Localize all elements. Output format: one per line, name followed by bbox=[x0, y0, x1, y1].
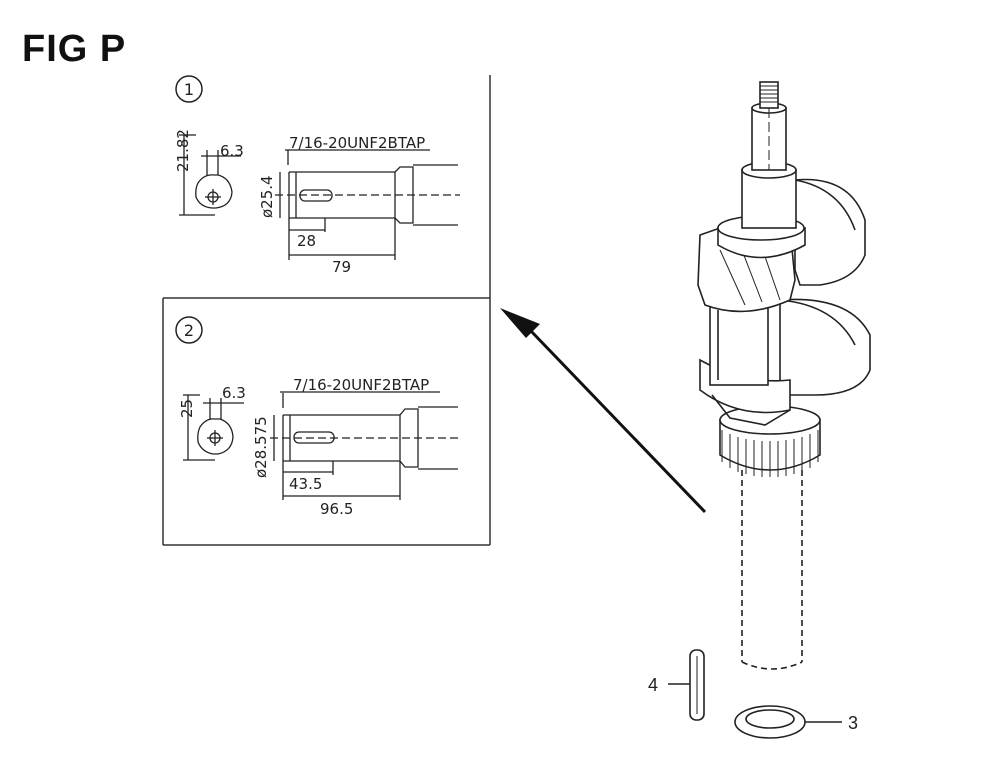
detail-pointer-arrow bbox=[500, 308, 707, 514]
detail-1-badge bbox=[175, 75, 203, 103]
part-washer bbox=[734, 705, 842, 739]
crankshaft bbox=[697, 81, 871, 670]
detail-2-length-dim: 96.5 bbox=[320, 500, 353, 518]
detail-2-end-view bbox=[183, 394, 244, 461]
detail-1-diameter-dim: ø25.4 bbox=[258, 175, 276, 218]
callout-key: 4 bbox=[648, 675, 658, 695]
detail-panel-frame bbox=[162, 75, 491, 546]
detail-2-key-dim: 6.3 bbox=[222, 384, 246, 402]
detail-1-end-view bbox=[179, 134, 241, 216]
crankshaft-lower-counterweight bbox=[699, 298, 871, 426]
crankshaft-upper-journal bbox=[717, 81, 806, 259]
detail-1-height-dim: 21.82 bbox=[174, 129, 192, 172]
detail-1-depth-dim: 28 bbox=[297, 232, 316, 250]
detail-1-number: 1 bbox=[184, 80, 194, 99]
detail-2-badge bbox=[175, 316, 203, 344]
detail-1-shaft bbox=[275, 149, 460, 260]
detail-2-diameter-dim: ø28.575 bbox=[252, 416, 270, 478]
detail-2: 2 25 6.3 bbox=[175, 316, 460, 518]
crankshaft-lower-shaft bbox=[741, 470, 803, 670]
detail-2-height-dim: 25 bbox=[178, 399, 196, 418]
detail-1-key-dim: 6.3 bbox=[220, 142, 244, 160]
crankshaft-gear bbox=[719, 405, 821, 477]
detail-2-tap-dim: 7/16-20UNF2BTAP bbox=[293, 376, 429, 394]
detail-2-shaft bbox=[270, 391, 460, 500]
detail-1-length-dim: 79 bbox=[332, 258, 351, 276]
detail-1: 1 21.82 6.3 bbox=[174, 75, 460, 276]
detail-1-tap-dim: 7/16-20UNF2BTAP bbox=[289, 134, 425, 152]
callout-washer: 3 bbox=[848, 713, 858, 733]
part-key bbox=[668, 649, 705, 721]
figure-title: FIG P bbox=[22, 28, 127, 70]
detail-2-number: 2 bbox=[184, 321, 194, 340]
detail-2-depth-dim: 43.5 bbox=[289, 475, 322, 493]
